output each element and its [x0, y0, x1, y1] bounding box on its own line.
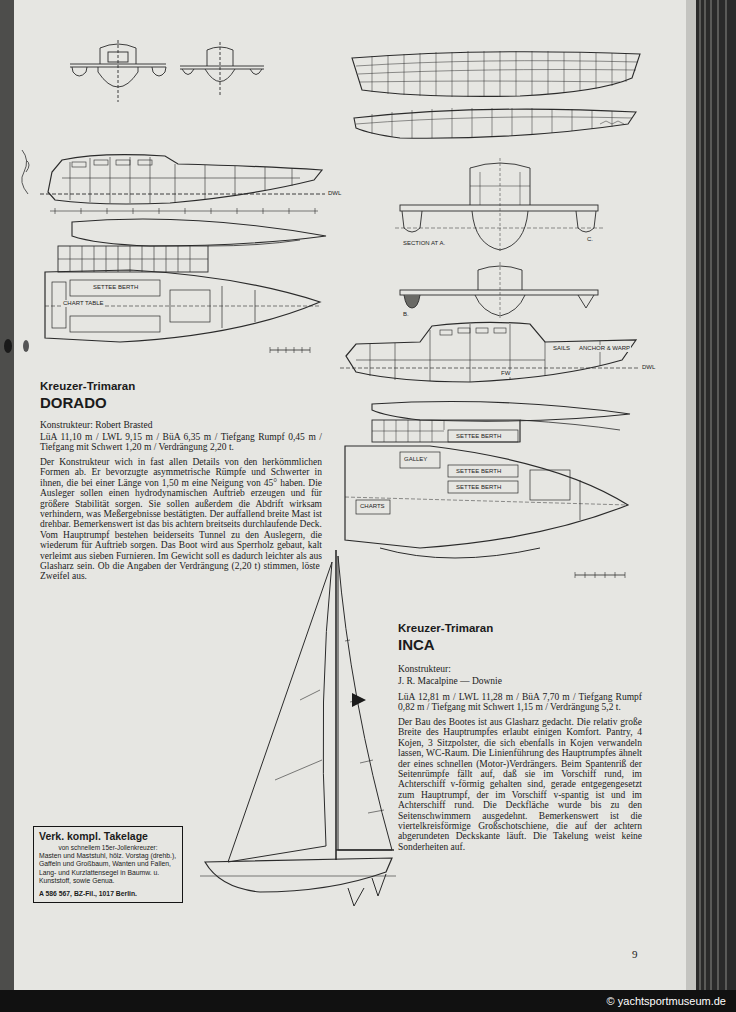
drawing-label: ANCHOR & WARP — [578, 345, 631, 352]
drawing-label: SETTEE BERTH — [455, 484, 502, 491]
drawing-label: SAILS — [552, 345, 571, 352]
drawing-label: FW — [500, 370, 511, 377]
drawing-label: SECTION AT A. — [402, 240, 446, 247]
specification-text: LüA 11,10 m / LWL 9,15 m / BüA 6,35 m / … — [40, 432, 322, 453]
advertisement-box: Verk. kompl. Takelagevon schnellem 15er-… — [33, 826, 183, 903]
section-subheading: Kreuzer-Trimaran — [40, 380, 135, 393]
designer-line: Konstrukteur: — [398, 664, 451, 674]
ad-body: Masten und Maststuhl, hölz. Vorstag (dre… — [39, 852, 177, 886]
drawing-label: DWL — [327, 190, 342, 197]
drawing-label: SETTEE BERTH — [455, 433, 502, 440]
section-subheading: Kreuzer-Trimaran — [398, 622, 493, 635]
boat-name-heading: DORADO — [40, 394, 107, 411]
specification-text: LüA 12,81 m / LWL 11,28 m / BüA 7,70 m /… — [398, 692, 642, 713]
designer-line: Konstrukteur: Robert Brasted — [40, 420, 152, 430]
ad-subheading: von schnellem 15er-Jollenkreuzer: — [39, 843, 177, 852]
drawing-label: B. — [402, 311, 410, 318]
body-text: Der Bau des Bootes ist aus Glasharz geda… — [398, 717, 642, 852]
drawing-label: GALLEY — [403, 456, 428, 463]
ad-contact: A 586 567, BZ-Fil., 1017 Berlin. — [39, 889, 177, 898]
drawing-label: CHARTS — [359, 503, 386, 510]
ad-heading: Verk. kompl. Takelage — [39, 830, 177, 843]
boat-name-heading: INCA — [398, 636, 435, 653]
text-wrap-float — [172, 457, 322, 977]
drawing-label: CHART TABLE — [62, 300, 105, 307]
drawing-label: C. — [586, 236, 594, 243]
page-number: 9 — [632, 948, 638, 960]
drawing-label: DWL — [641, 364, 656, 371]
designer-line: J. R. Macalpine — Downie — [398, 676, 502, 686]
drawing-label: SETTEE BERTH — [92, 284, 139, 291]
watermark: © yachtsportmuseum.de — [607, 995, 726, 1008]
drawing-label: SETTEE BERTH — [455, 468, 502, 475]
